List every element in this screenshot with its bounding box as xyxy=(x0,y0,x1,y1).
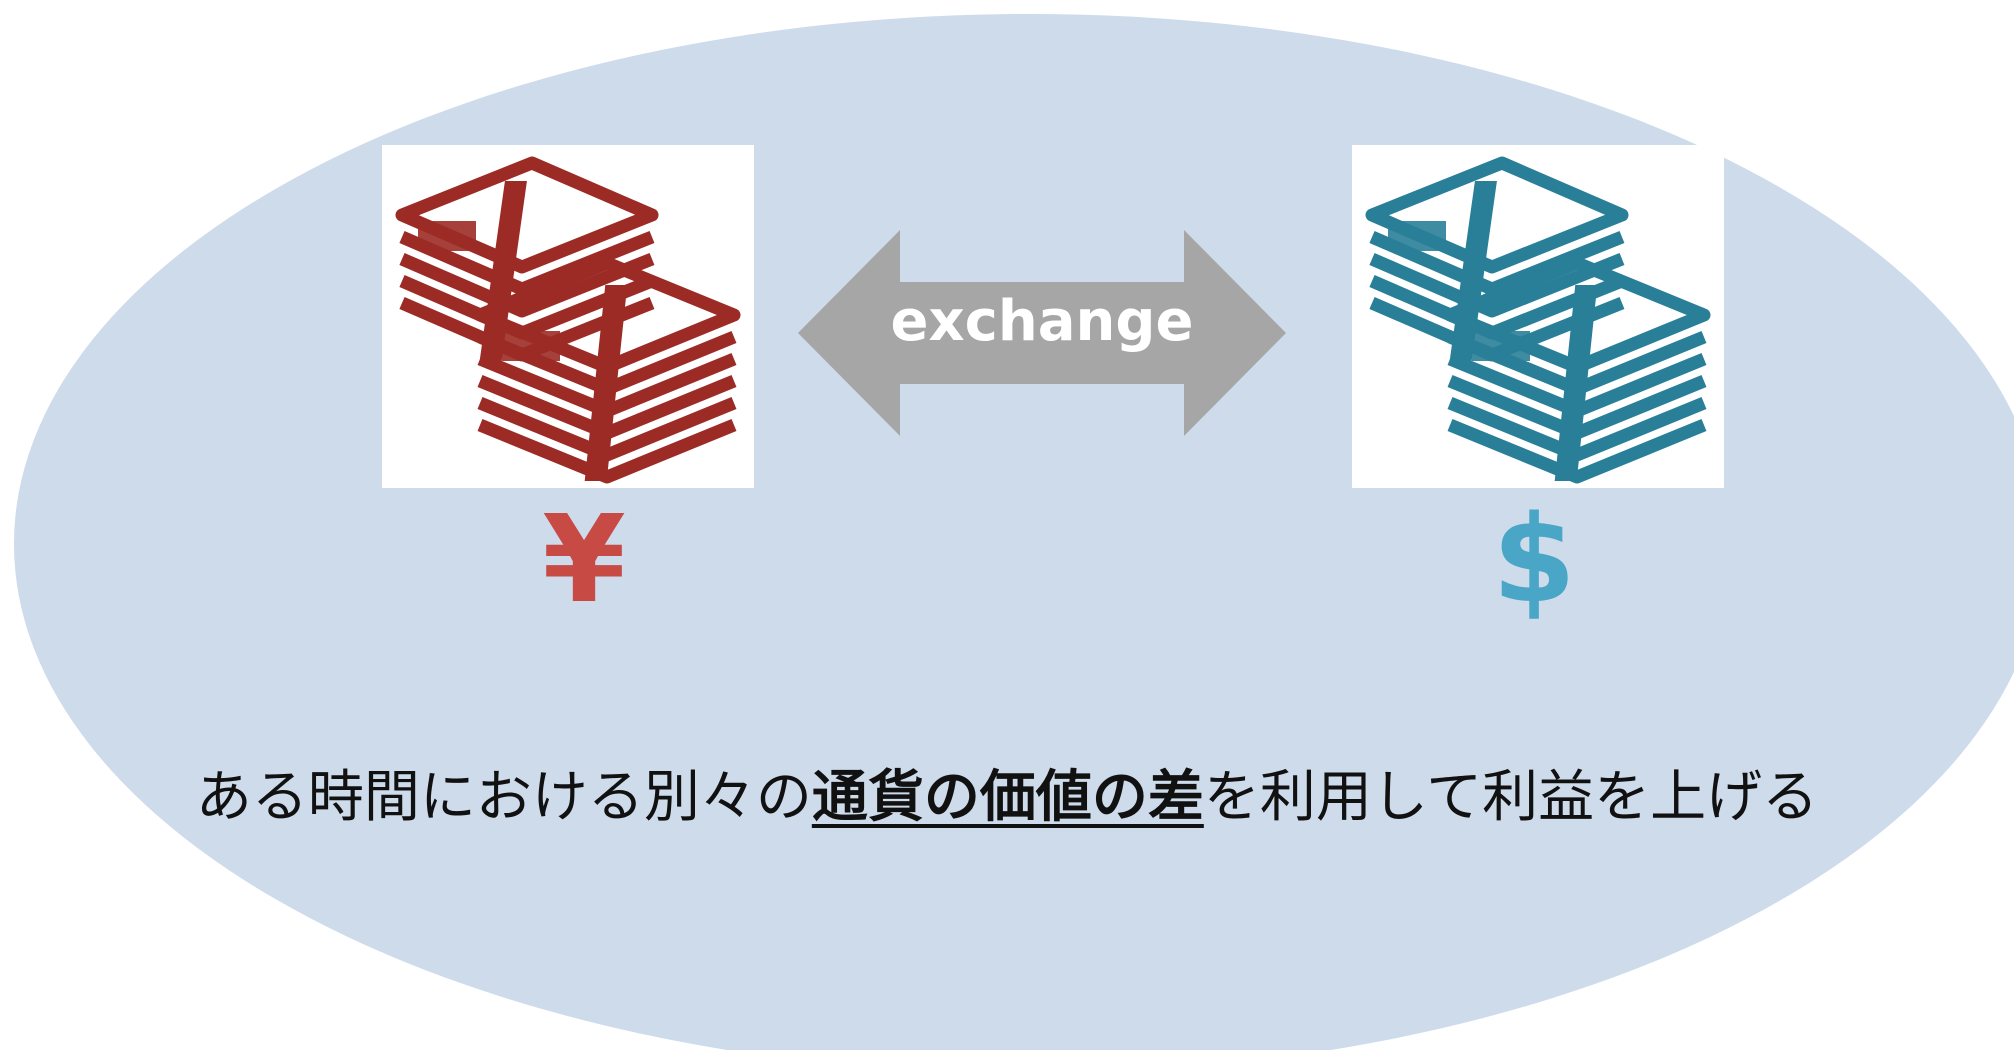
caption-text: ある時間における別々の通貨の価値の差を利用して利益を上げる xyxy=(0,758,2014,838)
dollar-symbol: $ xyxy=(1492,491,1576,630)
money-stack-icon xyxy=(395,156,741,484)
double-arrow-icon xyxy=(798,230,1286,436)
yen-money-stack-icon xyxy=(382,145,754,488)
caption-emphasis: 通貨の価値の差 xyxy=(811,765,1204,830)
exchange-label: exchange xyxy=(890,289,1194,354)
money-stack-icon xyxy=(1365,156,1711,484)
caption-before: ある時間における別々の xyxy=(195,765,812,830)
caption-after: を利用して利益を上げる xyxy=(1203,765,1819,830)
dollar-money-stack-icon xyxy=(1352,145,1724,488)
yen-symbol: ¥ xyxy=(542,491,626,630)
